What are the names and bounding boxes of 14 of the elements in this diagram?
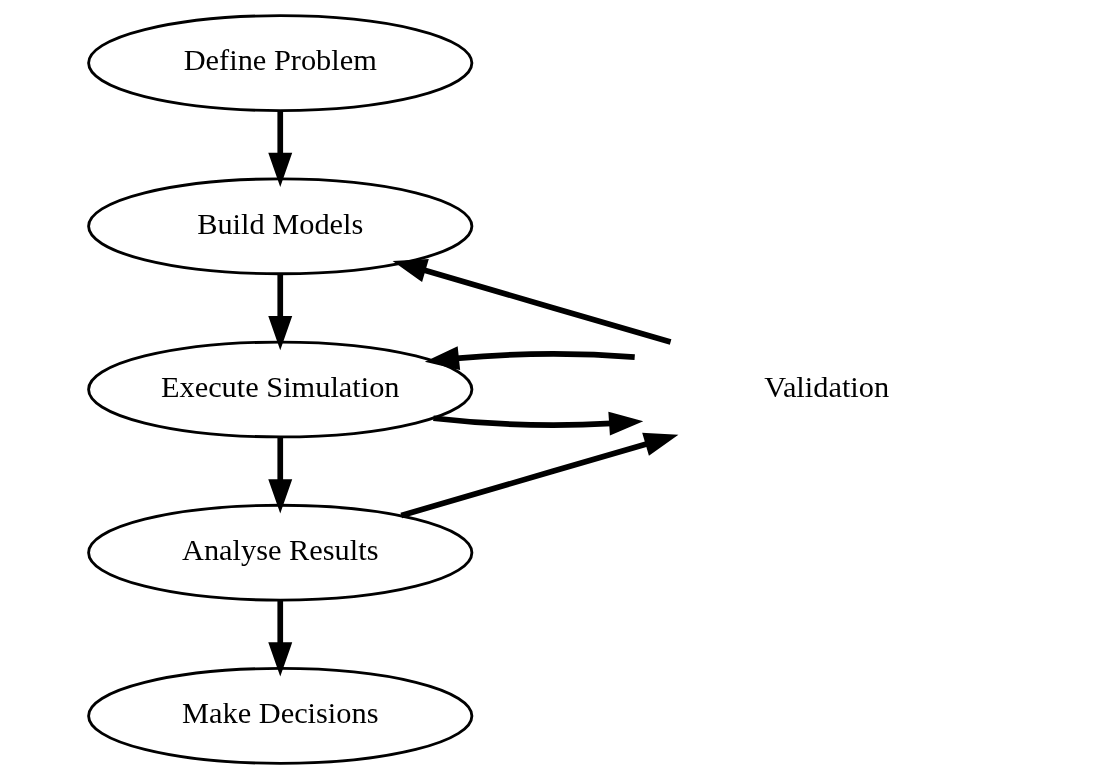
node-ellipse: Make Decisions bbox=[87, 667, 474, 765]
arrow bbox=[268, 111, 293, 188]
arrow bbox=[268, 437, 293, 514]
arrow bbox=[433, 411, 644, 436]
arrow bbox=[268, 274, 293, 351]
node-ellipse: Execute Simulation bbox=[87, 340, 474, 439]
arrow bbox=[424, 346, 635, 371]
node-ellipse: Build Models bbox=[87, 177, 474, 276]
node-ellipse: Define Problem bbox=[87, 14, 474, 112]
arrow bbox=[400, 432, 679, 519]
arrow bbox=[268, 600, 293, 677]
node-text: Validation bbox=[764, 369, 890, 404]
node-ellipse: Analyse Results bbox=[87, 503, 474, 602]
arrow bbox=[392, 259, 672, 345]
